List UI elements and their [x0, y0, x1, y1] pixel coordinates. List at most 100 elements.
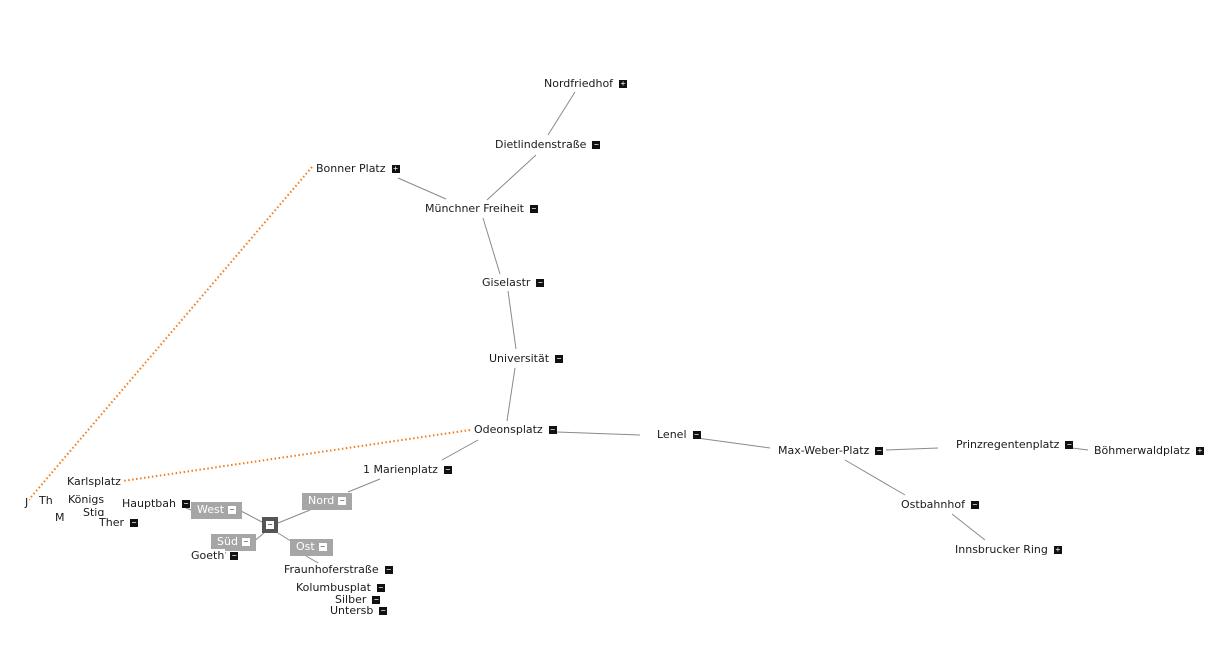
station-label: Universität [488, 352, 551, 365]
minus-toggle-icon[interactable]: − [129, 518, 138, 527]
plus-toggle-icon[interactable]: + [1053, 545, 1062, 554]
minus-toggle-icon[interactable]: − [376, 583, 385, 592]
station-label: Böhmerwaldplatz [1093, 444, 1191, 457]
minus-toggle-icon[interactable]: − [692, 430, 701, 439]
station-fraunhoferstrasse[interactable]: Fraunhoferstraße− [283, 563, 393, 577]
station-stig[interactable]: Stig [82, 506, 106, 520]
station-innsbrucker-ring[interactable]: Innsbrucker Ring + [954, 543, 1062, 557]
station-label: Th [38, 494, 54, 507]
station-th[interactable]: Th [38, 494, 54, 508]
minus-toggle-icon[interactable]: − [1065, 440, 1074, 449]
station-label: 1 Marienplatz [362, 463, 439, 476]
station-label: M [54, 511, 66, 524]
edge-nord-hub [277, 509, 311, 524]
minus-toggle-icon[interactable]: − [228, 505, 237, 514]
station-prinzregentenplatz[interactable]: Prinzregentenplatz− [955, 438, 1074, 452]
edge-odeonsplatz-lenel [556, 431, 641, 436]
station-goeth[interactable]: Goeth− [190, 549, 239, 563]
edge-odeonsplatz-marienplatz [441, 439, 479, 461]
minus-toggle-icon[interactable]: − [230, 551, 239, 560]
station-muenchner-freiheit[interactable]: Münchner Freiheit− [424, 202, 538, 216]
station-silber[interactable]: Silber− [334, 593, 381, 607]
edge-lenel-max-weber-platz [696, 437, 771, 449]
plus-toggle-icon[interactable]: + [619, 79, 628, 88]
station-dietlindenstrasse[interactable]: Dietlindenstraße− [494, 138, 601, 152]
station-hauptbah[interactable]: Hauptbah− [121, 497, 190, 511]
minus-toggle-icon[interactable]: − [592, 140, 601, 149]
minus-toggle-icon[interactable]: − [372, 595, 381, 604]
minus-toggle-icon[interactable]: − [443, 465, 452, 474]
station-untersb[interactable]: Untersb− [329, 604, 388, 618]
direction-label: Nord [308, 494, 335, 507]
minus-toggle-icon[interactable]: − [536, 278, 545, 287]
edge-marienplatz-nord [347, 478, 381, 493]
minus-toggle-icon[interactable]: − [555, 354, 564, 363]
direction-label: Süd [217, 535, 238, 548]
station-label: J [24, 496, 30, 509]
station-label: Goeth [190, 549, 226, 562]
station-giselastr[interactable]: Giselastr− [481, 276, 545, 290]
edge-bonner-platz-muenchner-freiheit [397, 177, 447, 200]
station-karlsplatz[interactable]: Karlsplatz [66, 475, 122, 489]
station-universitaet[interactable]: Universität− [488, 352, 564, 366]
minus-toggle-icon[interactable]: − [384, 565, 393, 574]
minus-toggle-icon[interactable]: − [181, 499, 190, 508]
direction-label: West [197, 503, 225, 516]
station-label: Giselastr [481, 276, 532, 289]
station-j[interactable]: J [24, 496, 30, 510]
station-label: Bonner Platz [315, 162, 387, 175]
direction-west[interactable]: West− [191, 502, 243, 519]
station-marienplatz[interactable]: 1 Marienplatz− [362, 463, 452, 477]
direction-sued[interactable]: Süd− [211, 534, 256, 551]
station-label: Innsbrucker Ring [954, 543, 1049, 556]
station-nordfriedhof[interactable]: Nordfriedhof + [543, 77, 628, 91]
station-ther[interactable]: Ther− [98, 516, 138, 530]
plus-toggle-icon[interactable]: + [391, 164, 400, 173]
station-label: Dietlindenstraße [494, 138, 588, 151]
edge-giselastr-universitaet [507, 290, 517, 350]
minus-toggle-icon[interactable]: − [529, 204, 538, 213]
station-label: Münchner Freiheit [424, 202, 525, 215]
direction-label: Ost [296, 540, 315, 553]
station-label: Silber [334, 593, 368, 606]
station-odeonsplatz[interactable]: Odeonsplatz− [473, 423, 557, 437]
minus-toggle-icon[interactable]: − [338, 496, 347, 505]
edge-prinzregentenplatz-boehmerwaldplatz [1071, 447, 1089, 451]
highlight-link-bonner-platz [25, 166, 313, 504]
edge-max-weber-platz-prinzregentenplatz [885, 447, 939, 451]
station-label: Stig [82, 506, 106, 519]
direction-ost[interactable]: Ost− [290, 539, 333, 556]
station-label: Nordfriedhof [543, 77, 615, 90]
station-label: Ostbahnhof [900, 498, 966, 511]
edge-west-hub [240, 510, 263, 523]
station-max-weber-platz[interactable]: Max-Weber-Platz− [777, 444, 884, 458]
edge-muenchner-freiheit-giselastr [482, 217, 501, 275]
minus-toggle-icon[interactable]: − [379, 606, 388, 615]
station-label: Untersb [329, 604, 375, 617]
station-m-partial[interactable]: M [54, 511, 66, 525]
station-label: Max-Weber-Platz [777, 444, 871, 457]
minus-toggle-icon[interactable]: − [970, 500, 979, 509]
edge-ostbahnhof-innsbrucker-ring [951, 513, 986, 541]
station-kolumbusplat[interactable]: Kolumbusplat− [295, 581, 385, 595]
station-label: Königs [67, 493, 106, 506]
station-label: Fraunhoferstraße [283, 563, 380, 576]
edge-ost-fraunhoferstrasse [305, 555, 321, 565]
station-label: Prinzregentenplatz [955, 438, 1061, 451]
station-koenigs[interactable]: Königs [67, 493, 106, 507]
direction-nord[interactable]: Nord− [302, 493, 353, 510]
minus-toggle-icon[interactable]: − [318, 542, 327, 551]
station-ostbahnhof[interactable]: Ostbahnhof− [900, 498, 979, 512]
minus-toggle-icon[interactable]: − [266, 520, 274, 529]
minus-toggle-icon[interactable]: − [875, 446, 884, 455]
edge-universitaet-odeonsplatz [506, 367, 516, 422]
station-lenel[interactable]: Lenel− [656, 428, 701, 442]
direction-hub[interactable]: − [262, 517, 278, 533]
station-bonner-platz[interactable]: Bonner Platz + [315, 162, 400, 176]
minus-toggle-icon[interactable]: − [548, 425, 557, 434]
minus-toggle-icon[interactable]: − [241, 537, 250, 546]
edge-west-hauptbah [185, 507, 192, 511]
station-boehmerwaldplatz[interactable]: Böhmerwaldplatz + [1093, 444, 1204, 458]
plus-toggle-icon[interactable]: + [1195, 446, 1204, 455]
station-label: Karlsplatz [66, 475, 122, 488]
